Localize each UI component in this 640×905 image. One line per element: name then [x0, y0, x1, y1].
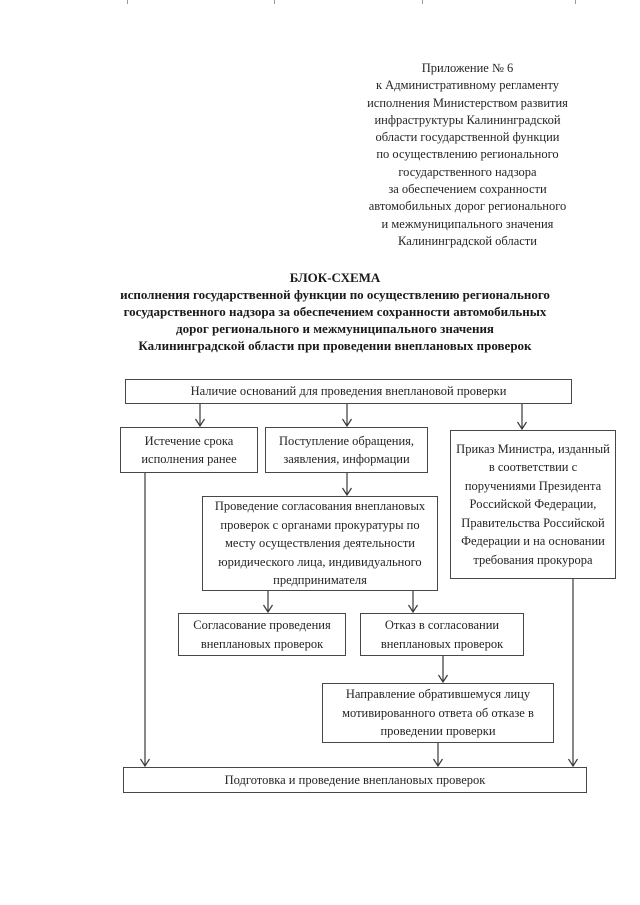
arrow-coordination-to-refusal — [407, 591, 419, 614]
node-label: Подготовка и проведение внеплановых пров… — [224, 772, 486, 787]
node-grounds-for-inspection: Наличие оснований для проведения внеплан… — [125, 379, 572, 404]
node-label: Наличие оснований для проведения внеплан… — [190, 384, 507, 398]
page-title-line: исполнения государственной функции по ос… — [120, 287, 550, 302]
node-label: Отказ в согласовании внеплановых проверо… — [380, 618, 504, 651]
node-approval-refused: Отказ в согласовании внеплановых проверо… — [360, 613, 524, 656]
arrow-grounds-to-appeal — [341, 404, 353, 428]
node-label: Поступление обращения, заявления, информ… — [278, 433, 415, 467]
appendix-header-line: и межмуниципального значения — [381, 216, 554, 231]
node-label: Истечение срока исполнения ранее — [141, 433, 237, 467]
page-title-line: государственного надзора за обеспечением… — [123, 304, 547, 319]
node-prosecutor-coordination: Проведение согласования внеплановых пров… — [202, 496, 438, 591]
appendix-header-line: исполнения Министерством развития — [367, 95, 568, 110]
arrow-expiry-to-preparation — [139, 473, 151, 768]
node-label: Направление обратившемуся лицу мотивиров… — [342, 687, 534, 739]
appendix-header-line: инфраструктуры Калининградской — [374, 112, 561, 127]
node-inspection-preparation: Подготовка и проведение внеплановых пров… — [123, 767, 587, 793]
node-label: Приказ Министра, изданный в соответствии… — [456, 441, 610, 567]
appendix-header-line: Калининградской области — [398, 233, 537, 248]
appendix-header-line: области государственной функции — [375, 130, 560, 145]
arrow-grounds-to-expiry — [194, 404, 206, 428]
arrow-grounds-to-minister-order — [516, 404, 528, 431]
arrow-coordination-to-approval — [262, 591, 274, 614]
scan-tick-mark — [274, 0, 275, 4]
scan-tick-mark — [422, 0, 423, 4]
appendix-header-line: государственного надзора — [398, 164, 537, 179]
node-term-expiry: Истечение срока исполнения ранее — [120, 427, 258, 473]
node-appeal-received: Поступление обращения, заявления, информ… — [265, 427, 428, 473]
node-label: Согласование проведения внеплановых пров… — [193, 618, 331, 651]
arrow-minister-order-to-preparation — [567, 579, 579, 768]
node-label: Проведение согласования внеплановых пров… — [214, 499, 426, 588]
page-title-line: Калининградской области при проведении в… — [138, 338, 532, 353]
arrow-refusal-notice-to-preparation — [432, 743, 444, 768]
appendix-header-line: Приложение № 6 — [421, 61, 514, 75]
scan-tick-mark — [127, 0, 128, 4]
node-approval-granted: Согласование проведения внеплановых пров… — [178, 613, 346, 656]
appendix-header-line: автомобильных дорог регионального — [368, 199, 567, 214]
page-title-line: БЛОК-СХЕМА — [289, 270, 381, 285]
appendix-header: Приложение № 6 к Административному регла… — [295, 60, 640, 250]
arrow-refusal-to-refusal-notice — [437, 656, 449, 684]
page-title-line: дорог регионального и межмуниципального … — [176, 321, 494, 336]
arrow-appeal-to-coordination — [341, 473, 353, 497]
appendix-header-line: за обеспечением сохранности — [388, 182, 547, 197]
page-title: БЛОК-СХЕМА исполнения государственной фу… — [30, 269, 640, 354]
scan-tick-mark — [575, 0, 576, 4]
node-refusal-notice: Направление обратившемуся лицу мотивиров… — [322, 683, 554, 743]
appendix-header-line: к Административному регламенту — [375, 78, 559, 93]
appendix-header-line: по осуществлению регионального — [376, 147, 559, 162]
node-minister-order: Приказ Министра, изданный в соответствии… — [450, 430, 616, 579]
